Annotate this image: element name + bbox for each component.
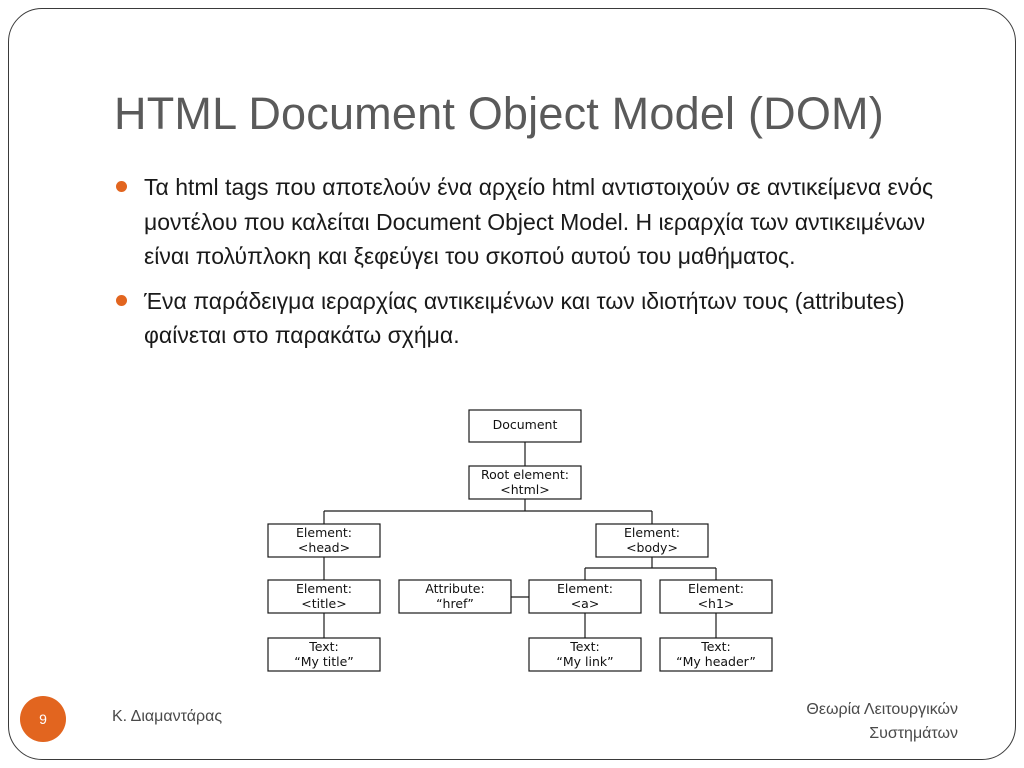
bullet-item: Τα html tags που αποτελούν ένα αρχείο ht…	[116, 170, 964, 274]
bullet-item: Ένα παράδειγμα ιεραρχίας αντικειμένων κα…	[116, 284, 964, 353]
node-head: Element: <head>	[267, 523, 381, 558]
svg-text:Text:: Text:	[700, 639, 731, 654]
svg-text:Element:: Element:	[557, 581, 613, 596]
node-header-text: Text: “My header”	[659, 637, 773, 672]
svg-text:“href”: “href”	[436, 596, 474, 611]
svg-text:Element:: Element:	[296, 525, 352, 540]
svg-text:<body>: <body>	[626, 540, 678, 555]
node-link-text: Text: “My link”	[528, 637, 642, 672]
svg-text:<title>: <title>	[301, 596, 346, 611]
node-body: Element: <body>	[595, 523, 709, 558]
svg-text:Root element:: Root element:	[481, 467, 569, 482]
footer-course: Θεωρία Λειτουργικών Συστημάτων	[806, 698, 958, 746]
bullet-list: Τα html tags που αποτελούν ένα αρχείο ht…	[116, 170, 964, 363]
node-href-attribute: Attribute: “href”	[398, 579, 512, 614]
node-title-element: Element: <title>	[267, 579, 381, 614]
svg-text:Element:: Element:	[624, 525, 680, 540]
svg-text:Element:: Element:	[688, 581, 744, 596]
svg-text:<h1>: <h1>	[698, 596, 735, 611]
node-title-text: Text: “My title”	[267, 637, 381, 672]
svg-text:“My header”: “My header”	[676, 654, 756, 669]
svg-text:<head>: <head>	[298, 540, 350, 555]
svg-text:“My title”: “My title”	[294, 654, 354, 669]
svg-text:<a>: <a>	[571, 596, 600, 611]
svg-text:Attribute:: Attribute:	[425, 581, 484, 596]
node-root-element: Root element: <html>	[468, 465, 582, 500]
footer-course-line2: Συστημάτων	[869, 725, 958, 742]
node-a-element: Element: <a>	[528, 579, 642, 614]
svg-text:Text:: Text:	[569, 639, 600, 654]
node-h1-element: Element: <h1>	[659, 579, 773, 614]
diagram-edges	[323, 442, 717, 638]
footer-course-line1: Θεωρία Λειτουργικών	[806, 701, 958, 718]
page-number-badge: 9	[20, 696, 66, 742]
svg-text:Document: Document	[493, 417, 558, 432]
node-document: Document	[468, 409, 582, 443]
svg-text:<html>: <html>	[500, 482, 549, 497]
slide-frame	[8, 8, 1016, 760]
slide-title: HTML Document Object Model (DOM)	[114, 88, 884, 139]
svg-text:Element:: Element:	[296, 581, 352, 596]
svg-text:Text:: Text:	[308, 639, 339, 654]
footer-author: Κ. Διαμαντάρας	[112, 708, 223, 725]
svg-text:“My link”: “My link”	[556, 654, 613, 669]
